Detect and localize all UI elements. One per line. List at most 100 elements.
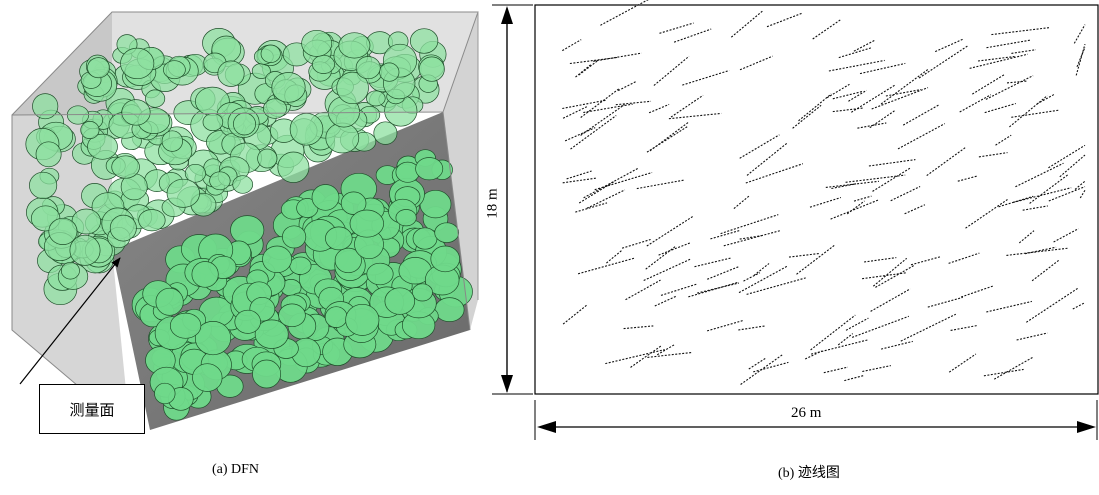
fracture-disc [418, 56, 445, 82]
fracture-trace [851, 315, 909, 338]
fracture-trace [950, 325, 977, 331]
fracture-disc [233, 112, 256, 136]
fracture-disc [411, 283, 433, 302]
fracture-disc [430, 245, 460, 273]
fracture-trace [670, 94, 704, 118]
fracture-trace [1024, 246, 1057, 255]
fracture-disc [257, 148, 278, 169]
fracture-trace [706, 319, 745, 332]
fracture-trace [984, 102, 1016, 114]
fracture-trace [654, 295, 677, 307]
fracture-trace [910, 256, 941, 266]
fracture-disc [163, 60, 186, 80]
fracture-disc [282, 225, 307, 249]
fracture-trace [1048, 186, 1086, 202]
fracture-trace [986, 39, 1032, 49]
fracture-trace [848, 89, 867, 102]
fracture-trace [646, 215, 694, 247]
fracture-trace [991, 27, 1050, 36]
fracture-trace [904, 204, 926, 215]
fracture-trace [569, 56, 618, 65]
fracture-disc [60, 261, 80, 280]
fracture-trace [594, 171, 653, 191]
fracture-trace [1012, 187, 1072, 203]
fracture-trace [696, 282, 740, 294]
fracture-trace [660, 283, 697, 296]
fracture-trace [753, 263, 770, 276]
fracture-trace [993, 356, 1034, 380]
fracture-disc [366, 90, 386, 107]
fracture-trace [562, 304, 588, 325]
fracture-trace [648, 103, 670, 114]
width-dimension-label: 26 m [791, 405, 822, 421]
fracture-trace [890, 186, 921, 202]
fracture-disc [120, 47, 155, 80]
fracture-disc [366, 262, 394, 286]
fracture-trace [978, 152, 1008, 158]
fracture-trace [645, 245, 677, 270]
fracture-disc [312, 54, 335, 74]
fracture-trace [600, 0, 649, 26]
fracture-trace [986, 300, 1033, 313]
fracture-trace [746, 142, 788, 176]
fracture-disc [252, 359, 282, 389]
fracture-trace [853, 195, 872, 202]
block-edge-vertical [442, 111, 471, 331]
fracture-disc [355, 56, 381, 80]
fracture-disc [192, 363, 223, 392]
fracture-trace [828, 59, 885, 72]
fracture-disc [69, 234, 101, 266]
fracture-trace [605, 349, 665, 365]
fracture-trace [566, 170, 592, 180]
fracture-trace [1048, 144, 1086, 169]
block-right-face [443, 12, 478, 330]
fracture-trace [885, 88, 922, 97]
fracture-trace [830, 199, 880, 220]
fracture-disc [271, 72, 306, 103]
fracture-disc [161, 130, 183, 152]
fracture-trace [927, 296, 963, 308]
fracture-trace [739, 55, 773, 71]
fracture-trace [826, 83, 850, 99]
fracture-trace [625, 279, 661, 301]
fracture-trace [1029, 173, 1069, 204]
fracture-trace [948, 353, 977, 373]
fracture-disc [154, 382, 176, 405]
fracture-trace [862, 365, 891, 373]
fracture-disc [434, 222, 460, 243]
measurement-plane-label: 测量面 [39, 384, 145, 434]
fracture-disc [325, 122, 360, 154]
fracture-trace [862, 272, 907, 280]
fracture-disc [166, 178, 200, 208]
height-arrow-top [501, 6, 513, 24]
fracture-trace [659, 22, 694, 34]
fracture-trace [985, 75, 1034, 100]
fracture-trace [745, 163, 804, 184]
fracture-disc [145, 89, 166, 108]
fracture-trace [1016, 332, 1048, 341]
fracture-trace [823, 366, 849, 374]
fracture-disc [254, 319, 289, 349]
fracture-trace [1031, 259, 1061, 282]
fracture-disc [29, 171, 58, 199]
fracture-disc [384, 287, 416, 315]
fracture-trace [880, 68, 929, 105]
fracture-trace [869, 110, 895, 129]
fracture-trace [1053, 228, 1079, 243]
fracture-trace [926, 147, 966, 177]
fracture-disc [311, 184, 340, 211]
fracture-trace [578, 60, 598, 76]
fracture-trace [918, 44, 969, 79]
fracture-disc [87, 133, 118, 160]
fracture-trace [1015, 162, 1064, 188]
fracture-trace [810, 339, 868, 355]
fracture-disc [277, 151, 310, 183]
fracture-disc [325, 226, 353, 251]
fracture-trace [796, 244, 836, 275]
fracture-trace [740, 353, 784, 385]
fracture-trace [562, 99, 608, 110]
fracture-trace [1079, 189, 1086, 199]
fracture-trace [948, 252, 980, 264]
fracture-trace [738, 325, 765, 331]
